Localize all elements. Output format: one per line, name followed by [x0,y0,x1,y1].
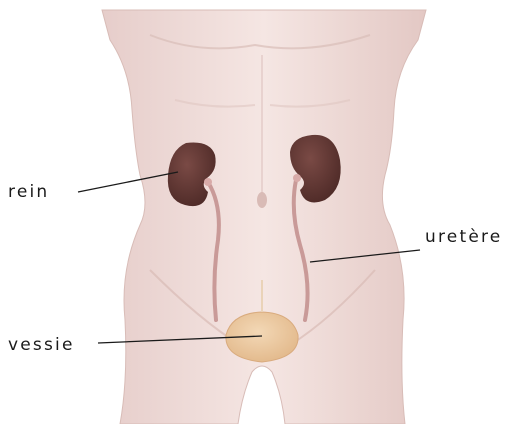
navel [257,192,267,208]
right-renal-hilum [293,174,301,182]
left-renal-hilum [204,178,212,186]
bladder-label: vessie [8,337,75,354]
kidney-label: rein [8,184,49,201]
ureter-label: uretère [425,229,502,246]
